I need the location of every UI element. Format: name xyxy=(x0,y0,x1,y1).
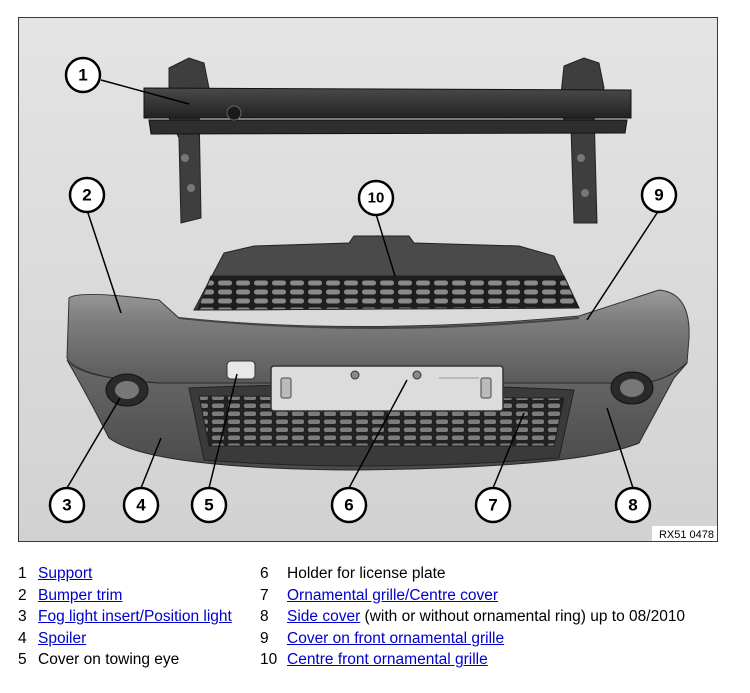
link-fog-light-insert[interactable]: Fog light insert/Position light xyxy=(38,608,232,626)
link-ornamental-grille[interactable]: Ornamental grille/Centre cover xyxy=(287,586,499,604)
svg-text:4: 4 xyxy=(136,496,146,515)
callout-9: 9 xyxy=(640,176,678,214)
link-bumper-trim[interactable]: Bumper trim xyxy=(38,586,123,604)
link-cover-front-grille[interactable]: Cover on front ornamental grille xyxy=(287,629,505,647)
callout-2: 2 xyxy=(68,176,106,214)
callout-10: 10 xyxy=(357,179,395,217)
svg-text:7: 7 xyxy=(488,496,497,515)
svg-text:5: 5 xyxy=(204,496,213,515)
centre-grille-part xyxy=(193,235,580,311)
leader-lines xyxy=(66,79,660,489)
label-towing-eye-cover: Cover on towing eye xyxy=(38,651,180,669)
callout-7: 7 xyxy=(474,486,512,524)
svg-text:6: 6 xyxy=(344,496,353,515)
callout-5: 5 xyxy=(190,486,228,524)
label-license-plate-holder: Holder for license plate xyxy=(287,565,446,582)
callout-1: 1 xyxy=(64,56,102,94)
svg-text:2: 2 xyxy=(82,186,91,205)
svg-text:3: 3 xyxy=(62,496,71,515)
license-plate-holder xyxy=(270,365,504,412)
side-cover-note: (with or without ornamental ring) up to … xyxy=(360,608,686,626)
exploded-parts-diagram: 1 2 3 4 5 6 7 8 9 10 RX51 0478 xyxy=(18,17,718,542)
callout-6: 6 xyxy=(330,486,368,524)
callout-3: 3 xyxy=(48,486,86,524)
svg-text:1: 1 xyxy=(78,66,87,85)
link-spoiler[interactable]: Spoiler xyxy=(38,629,87,647)
callout-4: 4 xyxy=(122,486,160,524)
figure-code: RX51 0478 xyxy=(659,529,714,541)
svg-text:8: 8 xyxy=(628,496,637,515)
link-centre-front-grille[interactable]: Centre front ornamental grille xyxy=(287,651,488,669)
towing-eye-cover xyxy=(226,360,256,380)
callout-8: 8 xyxy=(614,486,652,524)
figure-code-box xyxy=(652,526,717,541)
link-side-cover[interactable]: Side cover xyxy=(287,608,361,626)
svg-text:10: 10 xyxy=(368,190,385,207)
diagram-canvas: 1 2 3 4 5 6 7 8 9 10 RX51 0478 xyxy=(19,18,717,541)
support-part xyxy=(143,57,632,224)
fog-light-left-lens xyxy=(115,381,139,399)
svg-text:9: 9 xyxy=(654,186,663,205)
link-support[interactable]: Support xyxy=(38,565,93,582)
fog-light-right-lens xyxy=(620,379,644,397)
